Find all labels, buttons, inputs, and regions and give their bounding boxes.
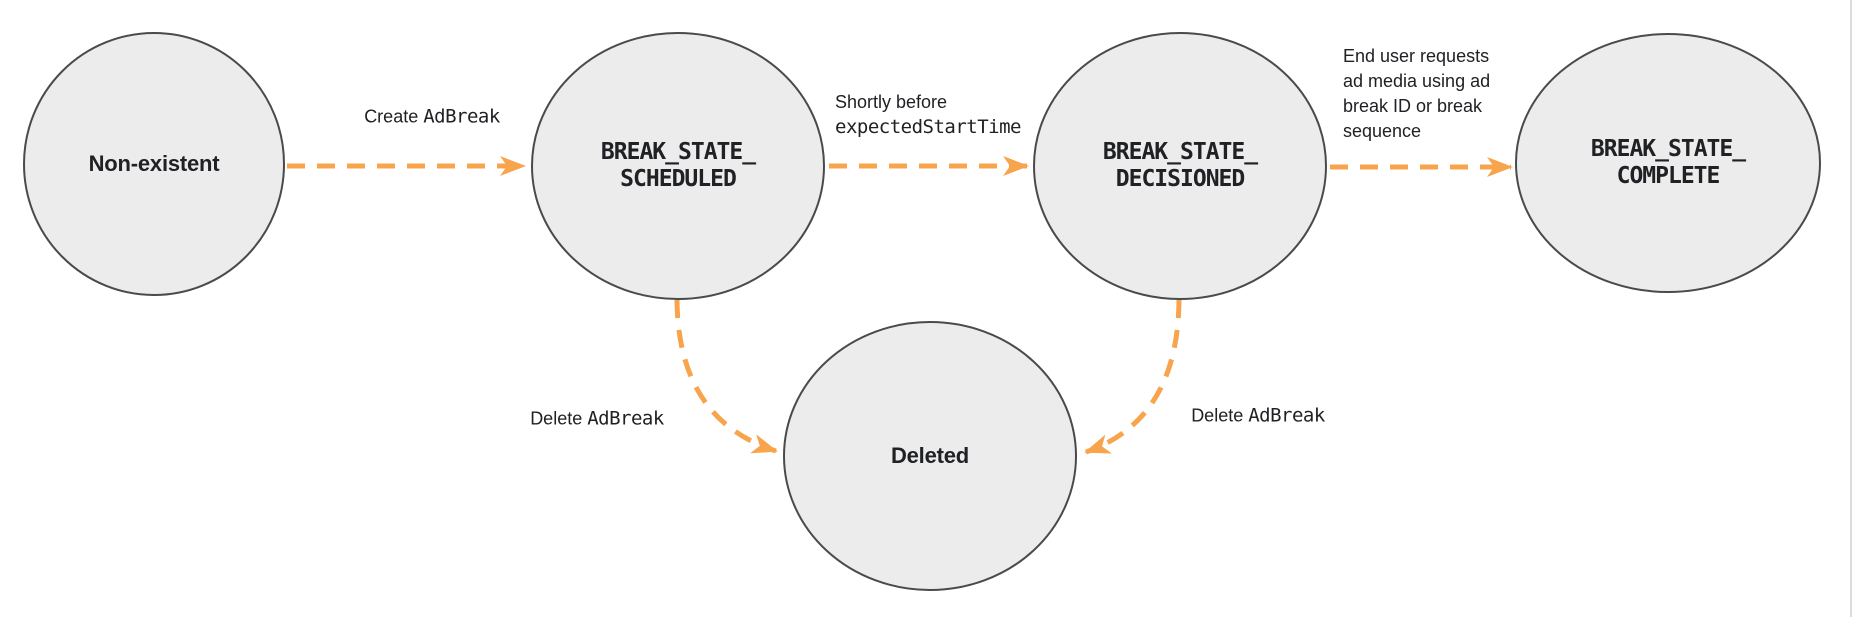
page-edge-divider [1850,0,1852,617]
node-non-existent-circle [23,32,285,296]
node-break-state-decisioned-circle [1033,32,1327,300]
node-label-break-state-complete: BREAK_STATE_ COMPLETE [1590,136,1746,189]
edge-label-create-adbreak: Create AdBreak [364,105,500,128]
node-label-break-state-decisioned: BREAK_STATE_ DECISIONED [1102,139,1258,192]
edge-label-end-user-requests: End user requests ad media using ad brea… [1343,46,1491,141]
edge-delete-adbreak-right-arrow [1084,299,1182,455]
node-break-state-scheduled-circle [531,32,825,300]
edge-label-delete-adbreak-left: Delete AdBreak [530,407,664,430]
edge-delete-adbreak-left-arrow [674,299,778,454]
node-deleted-circle [783,321,1077,591]
node-label-deleted: Deleted [890,443,970,468]
edge-label-delete-adbreak-right: Delete AdBreak [1191,404,1325,427]
edge-label-shortly-before: Shortly before expectedStartTime [835,92,1021,138]
node-label-non-existent: Non-existent [88,151,220,176]
node-break-state-complete-circle [1515,33,1821,293]
node-label-break-state-scheduled: BREAK_STATE_ SCHEDULED [600,139,756,192]
